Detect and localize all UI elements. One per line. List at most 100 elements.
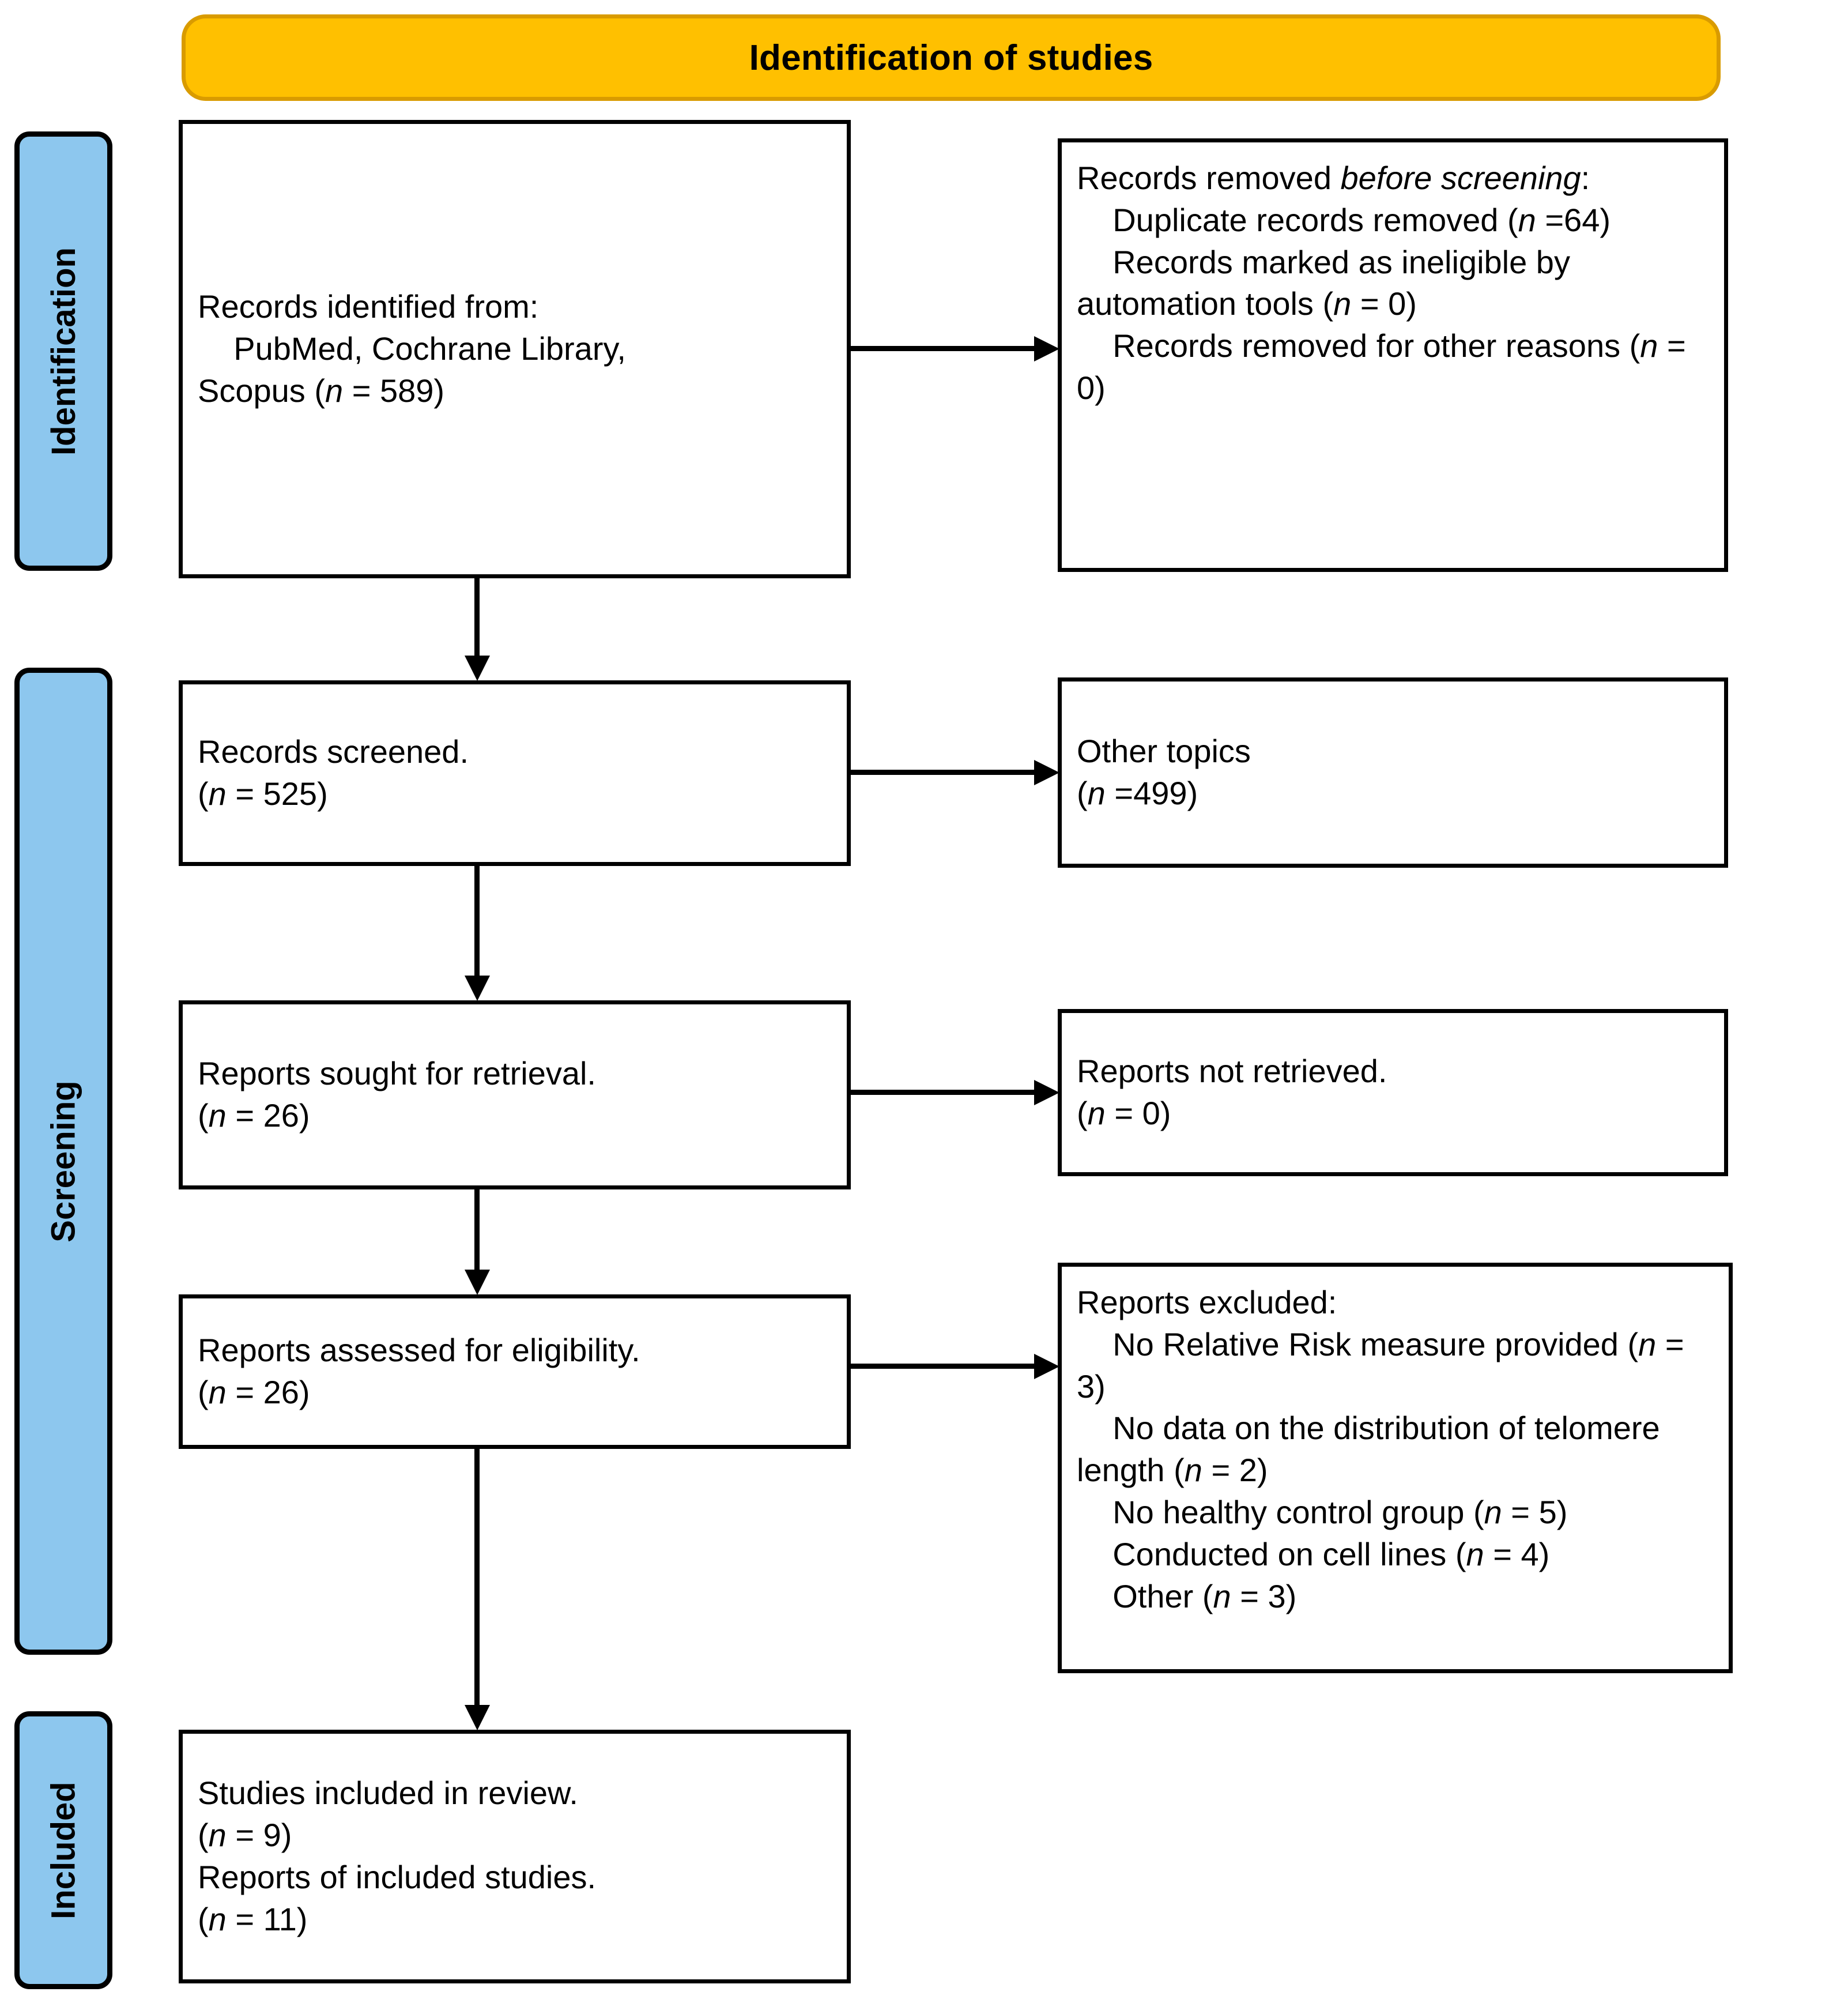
sought-line1: Reports sought for retrieval. [198,1055,596,1092]
assessed-line2-n: n [208,1374,227,1410]
box-reports-sought-text: Reports sought for retrieval. (n = 26) [183,1053,847,1137]
screened-line1: Records screened. [198,733,469,770]
arrow-shaft [474,1449,480,1705]
arrow-shaft [474,578,480,656]
records-identified-line3-n: n [325,372,344,409]
excluded-item-1-pre: No data on the distribution of telomere … [1077,1410,1669,1489]
arrow-shaft [851,1364,1034,1369]
box-reports-not-retrieved: Reports not retrieved. (n = 0) [1058,1009,1728,1176]
removed-item-1-pre: Records marked as ineligible by automati… [1077,243,1579,322]
sought-line2-n: n [208,1097,227,1134]
arrow-shaft [851,346,1034,351]
arrow-head-icon [1034,760,1059,785]
excluded-item-3-pre: Conducted on cell lines ( [1077,1535,1466,1572]
excluded-item-3-post: = 4) [1484,1535,1550,1572]
screened-line2-pre: ( [198,775,209,812]
excluded-item-2-n: n [1484,1493,1502,1530]
box-reports-excluded-text: Reports excluded: No Relative Risk measu… [1062,1267,1729,1617]
other-topics-line2-pre: ( [1077,775,1088,811]
box-records-identified: Records identified from: PubMed, Cochran… [179,120,851,578]
stage-bar-identification: Identification [14,131,112,571]
excluded-item-0-post: = 3) [1077,1326,1694,1405]
removed-item-0-pre: Duplicate records removed ( [1077,201,1518,238]
stage-bar-screening: Screening [14,668,112,1655]
other-topics-line2-post: =499) [1105,775,1198,811]
records-identified-line1: Records identified from: [198,288,539,325]
removed-title-pre: Records removed [1077,160,1341,196]
other-topics-line2-n: n [1087,775,1106,811]
box-reports-not-retrieved-text: Reports not retrieved. (n = 0) [1062,1051,1724,1135]
box-records-identified-text: Records identified from: PubMed, Cochran… [183,286,847,412]
records-identified-line3-post: = 589) [343,372,445,409]
arrow-assessed-to-excluded [851,1354,1059,1379]
arrow-head-icon [1034,1080,1059,1105]
box-other-topics-text: Other topics (n =499) [1062,731,1724,815]
box-reports-excluded: Reports excluded: No Relative Risk measu… [1058,1263,1733,1673]
arrow-shaft [851,770,1034,775]
included-line2-n: n [208,1817,227,1854]
box-records-screened: Records screened. (n = 525) [179,680,851,866]
box-reports-sought-for-retrieval: Reports sought for retrieval. (n = 26) [179,1000,851,1189]
included-line4-n: n [208,1900,227,1937]
stage-label-included: Included [44,1781,82,1919]
arrow-head-icon [465,1705,490,1730]
included-line4-pre: ( [198,1900,209,1937]
removed-item-0-post: =64) [1536,201,1611,238]
box-studies-included-in-review: Studies included in review. (n = 9) Repo… [179,1730,851,1983]
screened-line2-post: = 525) [226,775,328,812]
sought-line2-pre: ( [198,1097,209,1134]
excluded-item-4-post: = 3) [1231,1577,1297,1614]
excluded-item-0-n: n [1638,1326,1657,1362]
not-retrieved-line1: Reports not retrieved. [1077,1053,1387,1090]
box-other-topics: Other topics (n =499) [1058,677,1728,868]
box-records-screened-text: Records screened. (n = 525) [183,731,847,815]
arrow-shaft [474,866,480,976]
arrow-assessed-to-included [465,1449,490,1730]
box-studies-included-text: Studies included in review. (n = 9) Repo… [183,1772,847,1940]
included-line3: Reports of included studies. [198,1859,597,1895]
stage-bar-included: Included [14,1711,112,1989]
included-line2-pre: ( [198,1817,209,1854]
box-records-removed-before-screening: Records removed before screening: Duplic… [1058,138,1728,572]
not-retrieved-line2-n: n [1087,1095,1106,1131]
records-identified-line2: PubMed, Cochrane Library, [198,330,626,367]
assessed-line1: Reports assessed for eligibility. [198,1332,640,1369]
arrow-identified-to-removed [851,336,1059,362]
not-retrieved-line2-post: = 0) [1105,1095,1171,1131]
removed-item-1-post: = 0) [1351,285,1417,322]
excluded-item-1-post: = 2) [1202,1452,1268,1489]
box-reports-assessed-for-eligibility: Reports assessed for eligibility. (n = 2… [179,1294,851,1449]
other-topics-line1: Other topics [1077,733,1251,770]
arrow-shaft [474,1189,480,1270]
excluded-item-2-post: = 5) [1502,1493,1568,1530]
arrow-sought-to-assessed [465,1189,490,1295]
included-line1: Studies included in review. [198,1775,578,1812]
excluded-item-1-n: n [1184,1452,1202,1489]
assessed-line2-post: = 26) [226,1374,310,1410]
arrow-sought-to-not-retrieved [851,1080,1059,1105]
excluded-item-3-n: n [1466,1535,1484,1572]
arrow-head-icon [1034,1354,1059,1379]
arrow-head-icon [1034,336,1059,362]
removed-item-0-n: n [1518,201,1536,238]
arrow-screened-to-other-topics [851,760,1059,785]
arrow-head-icon [465,656,490,681]
stage-label-screening: Screening [44,1080,82,1243]
not-retrieved-line2-pre: ( [1077,1095,1088,1131]
sought-line2-post: = 26) [226,1097,310,1134]
excluded-item-4-pre: Other ( [1077,1577,1213,1614]
arrow-head-icon [465,1270,490,1295]
excluded-item-4-n: n [1213,1577,1231,1614]
removed-title-em: before screening [1340,160,1581,196]
removed-item-2-n: n [1640,327,1658,364]
removed-title-post: : [1581,160,1590,196]
excluded-item-0-pre: No Relative Risk measure provided ( [1077,1326,1639,1362]
header-banner: Identification of studies [182,14,1721,101]
removed-item-2-pre: Records removed for other reasons ( [1077,327,1640,364]
screened-line2-n: n [208,775,227,812]
stage-label-identification: Identification [44,247,82,455]
arrow-identified-to-screened [465,578,490,681]
box-records-removed-text: Records removed before screening: Duplic… [1062,142,1724,409]
arrow-head-icon [465,976,490,1001]
